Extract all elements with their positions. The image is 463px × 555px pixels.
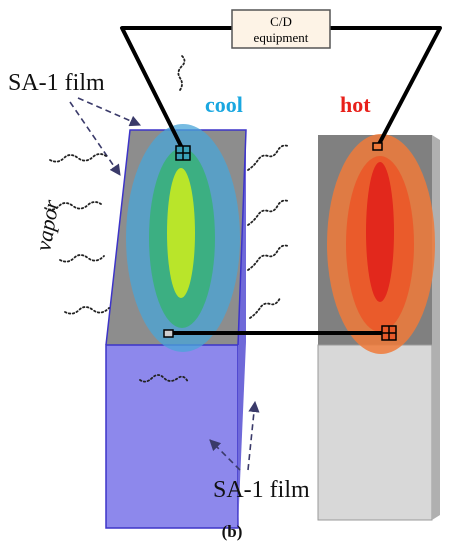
vapor-squiggle bbox=[247, 199, 289, 226]
vapor-squiggle bbox=[44, 201, 102, 211]
terminal-plus-hot bbox=[381, 325, 397, 341]
cool-block-right-face bbox=[238, 130, 246, 528]
cd-equipment-box: C/D equipment bbox=[231, 9, 331, 49]
vapor-squiggle bbox=[249, 297, 281, 319]
wire-left bbox=[120, 26, 234, 152]
vapor-squiggle bbox=[49, 153, 107, 163]
terminal-plus-cool bbox=[175, 145, 191, 161]
cd-label-line1: C/D bbox=[270, 14, 292, 29]
arrow-film-top-1 bbox=[77, 97, 142, 127]
terminal-minus-cool bbox=[163, 329, 174, 338]
cool-zone-inner bbox=[167, 168, 195, 298]
film-label-bottom: SA-1 film bbox=[213, 477, 310, 503]
hot-label: hot bbox=[340, 92, 371, 117]
terminal-minus-hot bbox=[372, 142, 383, 151]
wires bbox=[120, 26, 442, 335]
arrow-film-top-2 bbox=[69, 101, 121, 176]
hot-block bbox=[317, 134, 440, 521]
vapor-squiggle bbox=[247, 244, 289, 271]
vapor-squiggle bbox=[247, 144, 289, 171]
cool-block-front-face bbox=[105, 344, 239, 529]
vapor-squiggle bbox=[64, 306, 110, 315]
film-arrows bbox=[69, 97, 260, 471]
hot-block-side-face bbox=[432, 135, 440, 520]
vapor-squiggle bbox=[139, 374, 189, 383]
terminals bbox=[163, 142, 397, 341]
cd-label-line2: equipment bbox=[254, 30, 309, 45]
arrow-film-bottom-1 bbox=[247, 400, 260, 471]
wire-right bbox=[328, 26, 442, 148]
vapor-squiggles bbox=[44, 55, 289, 383]
vapor-squiggle bbox=[59, 254, 105, 263]
vapor-squiggle bbox=[177, 55, 186, 91]
hot-block-front-face bbox=[317, 344, 433, 521]
hot-zone-inner bbox=[366, 162, 394, 302]
film-label-top: SA-1 film bbox=[8, 70, 105, 96]
cool-block bbox=[105, 124, 247, 529]
caption: (b) bbox=[222, 522, 243, 541]
arrow-film-bottom-2 bbox=[209, 439, 241, 471]
cool-label: cool bbox=[205, 92, 243, 117]
